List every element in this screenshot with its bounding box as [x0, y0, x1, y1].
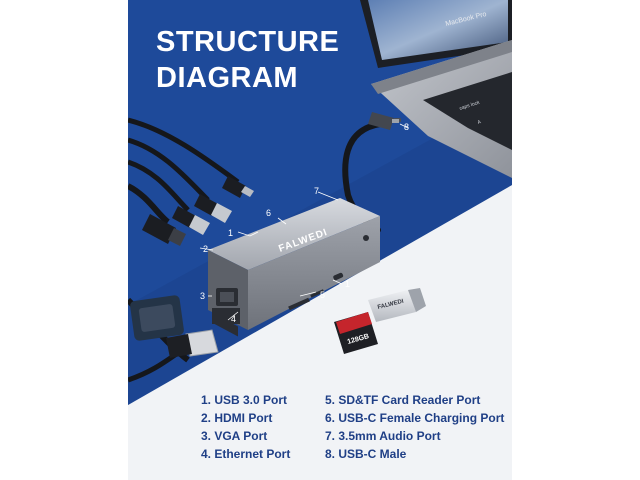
callout-5-label: 5: [320, 290, 325, 300]
usb-a-plug-tip: [211, 203, 232, 223]
laptop-keyboard: [423, 72, 512, 150]
usb-stick-body: [368, 290, 416, 322]
legend-item: 5. SD&TF Card Reader Port: [325, 393, 481, 407]
legend-item: 8. USB-C Male: [325, 447, 407, 461]
port-legend-left: 1. USB 3.0 Port 2. HDMI Port 3. VGA Port…: [201, 391, 401, 463]
audio-jack-port: [363, 235, 369, 241]
hub-front-face: [248, 216, 380, 330]
callout-leader: [399, 123, 409, 129]
callout-7-label: 7: [314, 186, 319, 196]
usb-c-charging-port: [333, 272, 344, 281]
callout-1-label: 1: [228, 228, 233, 238]
vga-port-pins: [220, 292, 234, 302]
sd-card-label: [336, 312, 372, 334]
hdmi-plug-tip: [168, 228, 186, 246]
device-cables: [128, 117, 254, 383]
usb-c-cable-wire: [128, 117, 240, 185]
callout-leader: [332, 279, 343, 285]
legend-item: 7. 3.5mm Audio Port: [325, 429, 441, 443]
legend-item: 1. USB 3.0 Port: [201, 393, 288, 407]
usb-a-plug-tip: [189, 215, 210, 235]
callout-leader: [317, 191, 339, 201]
callout-leader: [277, 217, 287, 225]
headline-line-2: DIAGRAM: [156, 62, 299, 94]
laptop-hinge: [371, 40, 512, 94]
legend-item: 2. HDMI Port: [201, 411, 273, 425]
hub-top: [208, 198, 380, 270]
diagram-illustration: MacBook Pro caps lock A: [128, 0, 512, 480]
callout-1-label: 1: [345, 279, 350, 289]
usb-stick-cap: [408, 288, 426, 312]
vga-plug-face: [138, 304, 176, 332]
hdmi-plug: [142, 214, 176, 244]
headline-line-1: STRUCTURE: [156, 26, 340, 58]
legend-item: 4. Ethernet Port: [201, 447, 291, 461]
callout-4-label: 4: [231, 314, 236, 324]
callout-leader: [237, 231, 259, 237]
usb-flash-drive: FALWEDI: [368, 288, 426, 322]
usb-c-male-tip: [392, 119, 399, 123]
callout-leader: [227, 311, 239, 321]
usb-c-plug: [222, 176, 246, 198]
hdmi-cable-wire: [128, 183, 170, 225]
laptop: MacBook Pro caps lock A: [360, 0, 512, 178]
usb-a-cable-wire: [128, 159, 190, 212]
sd-card-slot: [288, 297, 310, 311]
callout-leader: [199, 247, 214, 251]
callout-3-label: 3: [200, 291, 205, 301]
ethernet-boot: [166, 334, 192, 358]
laptop-key-label: A: [477, 119, 483, 126]
sd-card: 128GB: [334, 312, 378, 354]
laptop-screen: [368, 0, 508, 60]
diagram-canvas: MacBook Pro caps lock A: [128, 0, 512, 480]
white-floor: [128, 185, 512, 480]
tf-card-slot: [310, 289, 325, 298]
usb-c-plug-tip: [241, 186, 254, 197]
callouts: 1 1 2 3 4 5 6 7 8: [199, 122, 409, 324]
usb-a-cable-wire: [128, 137, 210, 202]
usb-a-plug: [172, 206, 196, 228]
legend-item: 6. USB-C Female Charging Port: [325, 411, 505, 425]
callout-leader: [299, 291, 317, 297]
port-legend-right: 5. SD&TF Card Reader Port 6. USB-C Femal…: [325, 391, 512, 463]
legend-item: 3. VGA Port: [201, 429, 268, 443]
usb-c-hub: FALWEDI: [208, 198, 380, 337]
callout-8-label: 8: [404, 122, 409, 132]
ethernet-port: [212, 308, 240, 324]
callout-6-label: 6: [266, 208, 271, 218]
usb-a-plug: [194, 194, 218, 216]
usb-c-male-connector: [368, 112, 394, 130]
callout-2-label: 2: [203, 244, 208, 254]
